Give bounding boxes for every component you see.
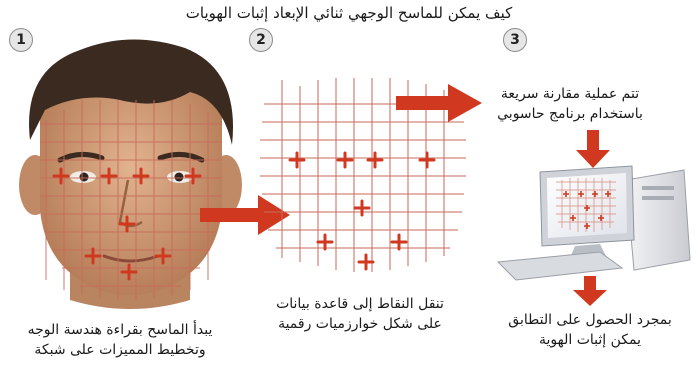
step-3-caption: تتم عملية مقارنة سريعة باستخدام برنامج ح… <box>486 84 654 124</box>
arrow-computer-to-result <box>573 276 607 306</box>
arrow-compare-to-computer <box>576 130 610 168</box>
step-3-caption-line1: تتم عملية مقارنة سريعة <box>486 84 654 104</box>
face-illustration <box>19 39 242 309</box>
result-caption-line2: يمكن إثبات الهوية <box>490 330 690 350</box>
data-points <box>290 153 434 269</box>
result-caption: بمجرد الحصول على التطابق يمكن إثبات الهو… <box>490 310 690 350</box>
step-1-caption-line1: يبدأ الماسح بقراءة هندسة الوجه <box>0 320 240 340</box>
step-1-caption-line2: وتخطيط المميزات على شبكة <box>0 340 240 360</box>
computer-illustration <box>498 166 690 280</box>
arrow-grid-to-compare <box>396 84 482 122</box>
step-2-caption-line2: على شكل خوارزميات رقمية <box>250 314 470 334</box>
step-1-caption: يبدأ الماسح بقراءة هندسة الوجه وتخطيط ال… <box>0 320 240 360</box>
result-caption-line1: بمجرد الحصول على التطابق <box>490 310 690 330</box>
step-2-caption-line1: تنقل النقاط إلى قاعدة بيانات <box>250 294 470 314</box>
step-3-caption-line2: باستخدام برنامج حاسوبي <box>486 104 654 124</box>
step-2-caption: تنقل النقاط إلى قاعدة بيانات على شكل خوا… <box>250 294 470 334</box>
